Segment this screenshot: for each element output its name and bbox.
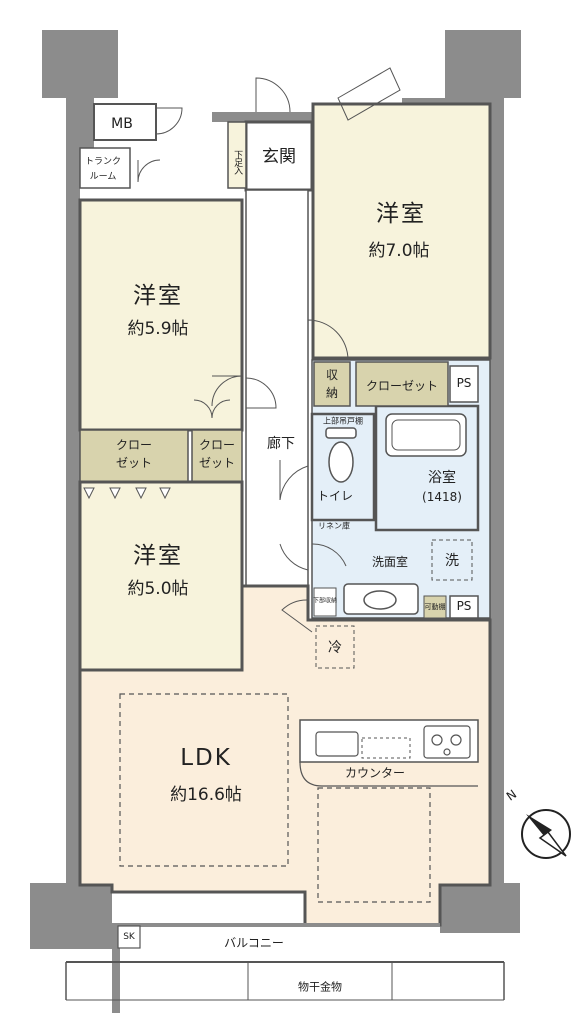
room-western-59-size: 約5.9帖 [127,319,189,340]
room-western-7-size: 約7.0帖 [368,241,430,262]
movable-shelf-label: 可動棚 [424,602,446,611]
closet-top-label: クローゼット [365,379,439,394]
room-western-7-name: 洋室 [376,200,426,227]
room-western-7-floor [311,102,492,360]
linen-label: リネン庫 [318,521,350,531]
hallway-label: 廊下 [267,435,295,452]
mb-box [93,103,157,141]
ps-bottom-box [449,595,479,619]
getabako-box [227,121,247,189]
washer-label: 洗 [445,552,459,569]
ldk-floor [78,584,492,927]
room-western-50-size: 約5.0帖 [127,579,189,600]
bathtub-icon [385,413,467,457]
getabako-label: 下足入 [232,150,243,174]
bath-size-label: (1418) [422,490,462,505]
dining-dashed-area [317,787,431,903]
storage-box [313,361,351,407]
bath-label: 浴室 [428,469,456,486]
washroom-label: 洗面室 [371,555,409,570]
storage-label-1: 収 [325,368,339,383]
ps-top-box [449,365,479,403]
trunk-label-2: ルーム [89,171,117,182]
ps-bottom-label: PS [456,599,472,614]
balcony-label: バルコニー [224,936,284,951]
fridge-space [315,625,355,669]
closet-top [355,361,449,407]
ps-top-label: PS [456,376,472,391]
drying-label: 物干金物 [298,980,342,994]
closet-left1-label-b: ゼット [115,456,153,471]
upper-cabinet-label: 上部吊戸棚 [323,416,363,426]
mb-label: MB [111,115,133,132]
doors [137,67,401,633]
room-ldk-name: LDK [180,744,232,771]
wash-basin-icon [343,583,419,615]
room-western-50-floor [78,480,244,672]
closet-triangles [83,487,171,500]
compass-icon [521,809,571,859]
room-western-59-name: 洋室 [133,282,183,309]
shoe-storage-label: 下部収納 [312,597,338,605]
closet-left2-label-b: ゼット [198,456,236,471]
storage-label-2: 納 [325,386,339,401]
hallway-floor [245,189,309,587]
room-western-50-name: 洋室 [133,542,183,569]
balcony [65,923,505,1013]
ldk-dashed-area [119,693,289,867]
fridge-label: 冷 [328,639,342,656]
trunk-room-box [79,147,131,189]
sk-label: SK [123,931,135,942]
genkan-label: 玄関 [262,147,296,168]
counter-label: カウンター [344,766,406,781]
toilet-label: トイレ [316,489,354,504]
washer-space [431,539,473,581]
shoe-storage-box [313,587,337,617]
toilet-bowl-icon [325,427,357,483]
room-western-59-floor [78,198,244,432]
room-ldk-size: 約16.6帖 [170,785,242,806]
trunk-label-1: トランク [84,156,122,167]
stove-icon [423,725,471,759]
closet-left2-label-a: クロー [198,438,236,453]
movable-shelf-box [423,595,447,619]
closet-left-1 [79,429,189,483]
closet-left1-label-a: クロー [115,438,153,453]
